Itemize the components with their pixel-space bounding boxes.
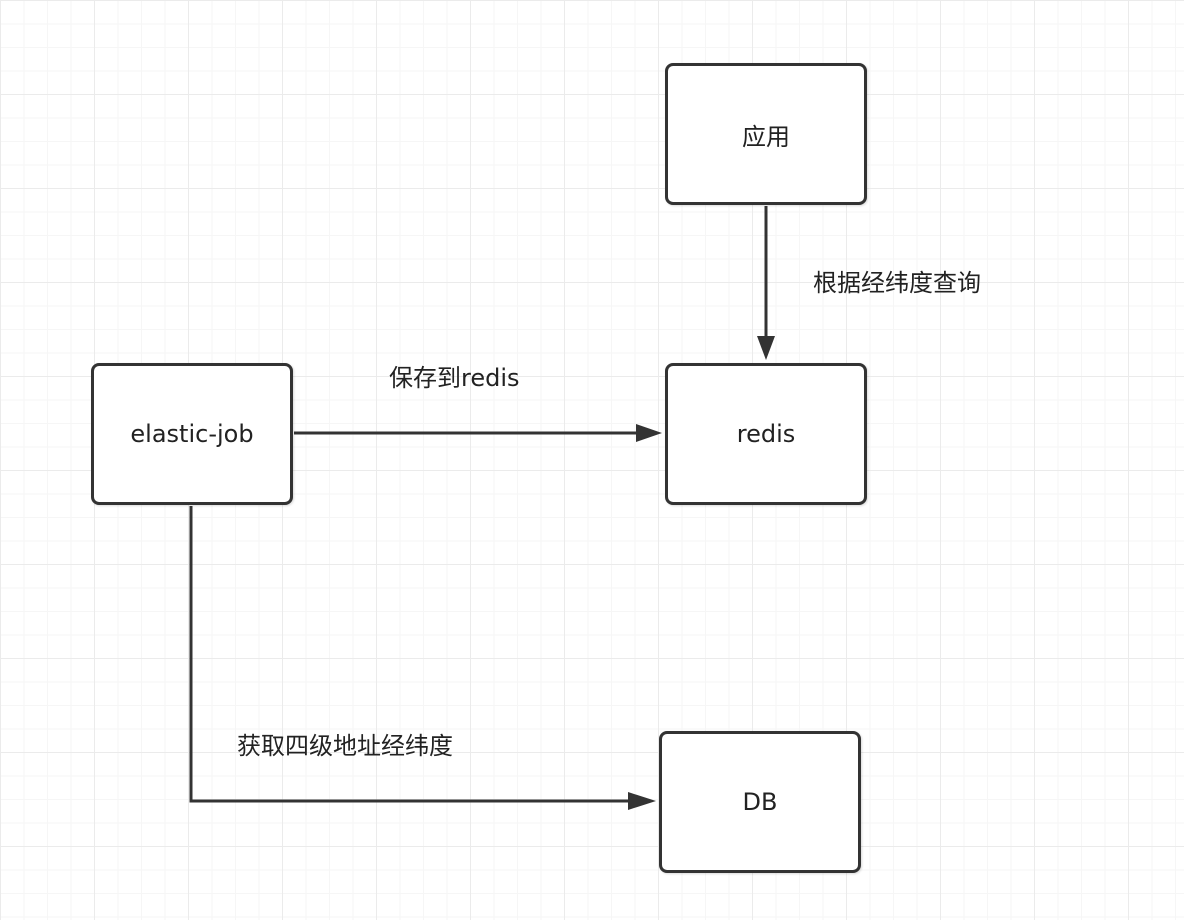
node-redis[interactable]: redis	[665, 363, 867, 505]
edge-label-app-to-redis: 根据经纬度查询	[813, 269, 981, 297]
node-redis-label: redis	[736, 420, 796, 448]
edge-app-to-redis[interactable]	[757, 206, 775, 360]
node-app[interactable]: 应用	[665, 63, 867, 205]
edge-label-job-to-redis: 保存到redis	[389, 364, 520, 392]
arrowhead-icon	[636, 424, 662, 442]
arrowhead-icon	[628, 792, 656, 810]
edge-job-to-redis[interactable]	[294, 424, 662, 442]
node-db[interactable]: DB	[659, 731, 861, 873]
node-elastic-job-label: elastic-job	[130, 420, 254, 448]
node-elastic-job[interactable]: elastic-job	[91, 363, 293, 505]
edge-job-to-db[interactable]	[189, 506, 656, 810]
node-db-label: DB	[742, 788, 778, 816]
arrowhead-icon	[757, 336, 775, 360]
node-app-label: 应用	[742, 122, 790, 151]
edge-label-job-to-db: 获取四级地址经纬度	[237, 732, 453, 760]
